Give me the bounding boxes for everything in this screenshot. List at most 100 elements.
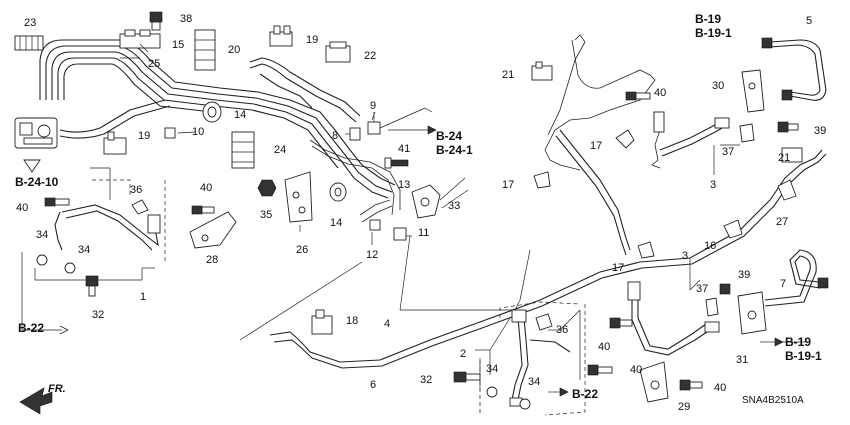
ref-arrows [23,125,784,397]
part-9-joint [367,112,381,135]
callout-32-left: 32 [92,309,104,321]
callout-19-top: 19 [306,34,318,46]
callout-28: 28 [206,254,218,266]
flex-hose-3-lower [627,281,720,356]
callout-31: 31 [736,354,748,366]
part-16-clip [723,219,743,239]
callout-24: 24 [274,144,286,156]
part-37-bracket [705,123,755,317]
modulator-unit [14,117,58,149]
ref-b191-top: B-19-1 [695,26,732,40]
part-34-washers-bottom [486,386,531,410]
part-12-joint [369,219,381,231]
callout-6: 6 [370,379,376,391]
part-21-clip-top [531,61,553,81]
part-36-clip-left [131,199,149,215]
leader-lines [21,43,805,390]
callout-11: 11 [418,227,429,239]
front-direction-arrow: FR. [19,383,66,415]
ref-b24: B-24 [436,129,462,143]
callout-30: 30 [712,80,724,92]
part-26-bracket [284,171,313,223]
part-34-washers-left [36,254,76,274]
diagram-code: SNA4B2510A [742,395,804,406]
part-17-clips [533,129,655,259]
callout-29: 29 [678,401,690,413]
callout-40-left: 40 [16,202,28,214]
callout-22: 22 [364,50,376,62]
part-20-clip [194,29,216,71]
ref-b2410: B-24-10 [15,175,59,189]
callout-33: 33 [448,200,460,212]
ref-b22-bottom: B-22 [572,387,598,401]
callout-10: 10 [192,126,204,138]
front-direction-label: FR. [48,383,66,395]
callout-40-top: 40 [654,87,666,99]
part-15-clamp [119,29,161,49]
part-14-grommet-mid [329,182,347,202]
flex-hose-1 [54,204,161,251]
callout-17-a: 17 [590,140,602,152]
callout-20: 20 [228,44,240,56]
callout-36-bottom: 36 [556,324,568,336]
callout-40-bottom-b: 40 [630,364,642,376]
callout-26: 26 [296,244,308,256]
part-27-clip [777,179,797,201]
pipe-part-7 [764,249,829,307]
callout-37-bottom: 37 [696,283,708,295]
flex-hose-2 [509,309,571,407]
callout-25: 25 [148,58,160,70]
part-29-bracket [639,361,669,403]
part-39-bolt [719,121,799,295]
callout-15: 15 [172,39,184,51]
callout-14-mid: 14 [330,217,342,229]
callout-34-left-b: 34 [78,244,90,256]
callout-16: 16 [704,240,716,252]
callout-9: 9 [370,100,376,112]
callout-34-bottom-a: 34 [486,363,498,375]
callout-5: 5 [806,15,812,27]
part-23-connector [14,35,44,51]
callout-12: 12 [366,249,378,261]
flex-hose-3-upper [651,111,730,169]
part-14-grommet-top [202,101,222,123]
callout-1: 1 [140,291,146,303]
callout-39-top: 39 [814,125,826,137]
ref-b191-right: B-19-1 [785,349,822,363]
callout-14-top: 14 [234,109,246,121]
callout-34-bottom-b: 34 [528,376,540,388]
callout-2: 2 [460,348,466,360]
callout-38: 38 [180,13,192,25]
callout-39-bottom: 39 [738,269,750,281]
ref-b22-left: B-22 [18,321,44,335]
long-brake-pipes [269,34,827,369]
part-32-bolt-left [85,275,99,297]
part-30-bracket [741,69,765,113]
callout-40-bottom-c: 40 [714,382,726,394]
part-11-joint [393,227,407,241]
part-31-bracket [737,291,767,335]
callout-8: 8 [332,130,338,142]
callout-21-top: 21 [502,69,514,81]
part-32-bolt-bottom [453,371,481,383]
dashed-boxes [92,179,586,416]
part-41-bolt [384,157,409,169]
part-36-clip-bottom [535,313,553,331]
callout-36-left: 36 [130,184,142,196]
pipe-part-5 [761,37,827,101]
part-10-joint [164,127,176,139]
callout-17-b: 17 [502,179,514,191]
callout-37-top: 37 [722,146,734,158]
part-35-nut [257,179,277,197]
ref-b19-top: B-19 [695,12,721,26]
part-28-bracket [189,211,237,249]
part-22-clip [325,41,351,63]
callout-21-right: 21 [778,152,790,164]
callout-40-mid: 40 [200,182,212,194]
callout-7: 7 [780,278,786,290]
part-24-clip [231,131,255,169]
callout-40-bottom-a: 40 [598,341,610,353]
callout-34-left-a: 34 [36,229,48,241]
